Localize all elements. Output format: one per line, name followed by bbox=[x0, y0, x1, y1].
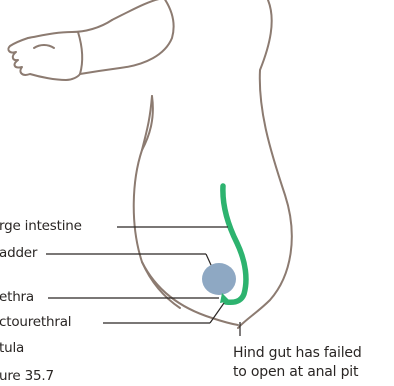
label-fistula: tula bbox=[0, 342, 24, 356]
arm-outline bbox=[28, 0, 174, 74]
anal-pit-annotation: Hind gut has failed to open at anal pit bbox=[233, 344, 362, 382]
annotation-line-2: to open at anal pit bbox=[233, 363, 362, 382]
label-large-intestine: rge intestine bbox=[0, 220, 82, 234]
figure-number: ure 35.7 bbox=[0, 370, 54, 384]
annotation-line-1: Hind gut has failed bbox=[233, 344, 362, 363]
label-urethra: ethra bbox=[0, 291, 34, 305]
bladder-shape bbox=[202, 263, 236, 295]
thumb-outline bbox=[34, 45, 54, 48]
label-bladder: adder bbox=[0, 247, 37, 261]
bladder-leader-diagonal bbox=[206, 254, 211, 265]
wrist-crease bbox=[78, 32, 82, 74]
label-rectourethral: ctourethral bbox=[0, 316, 71, 330]
shoulder-outline bbox=[112, 0, 164, 20]
